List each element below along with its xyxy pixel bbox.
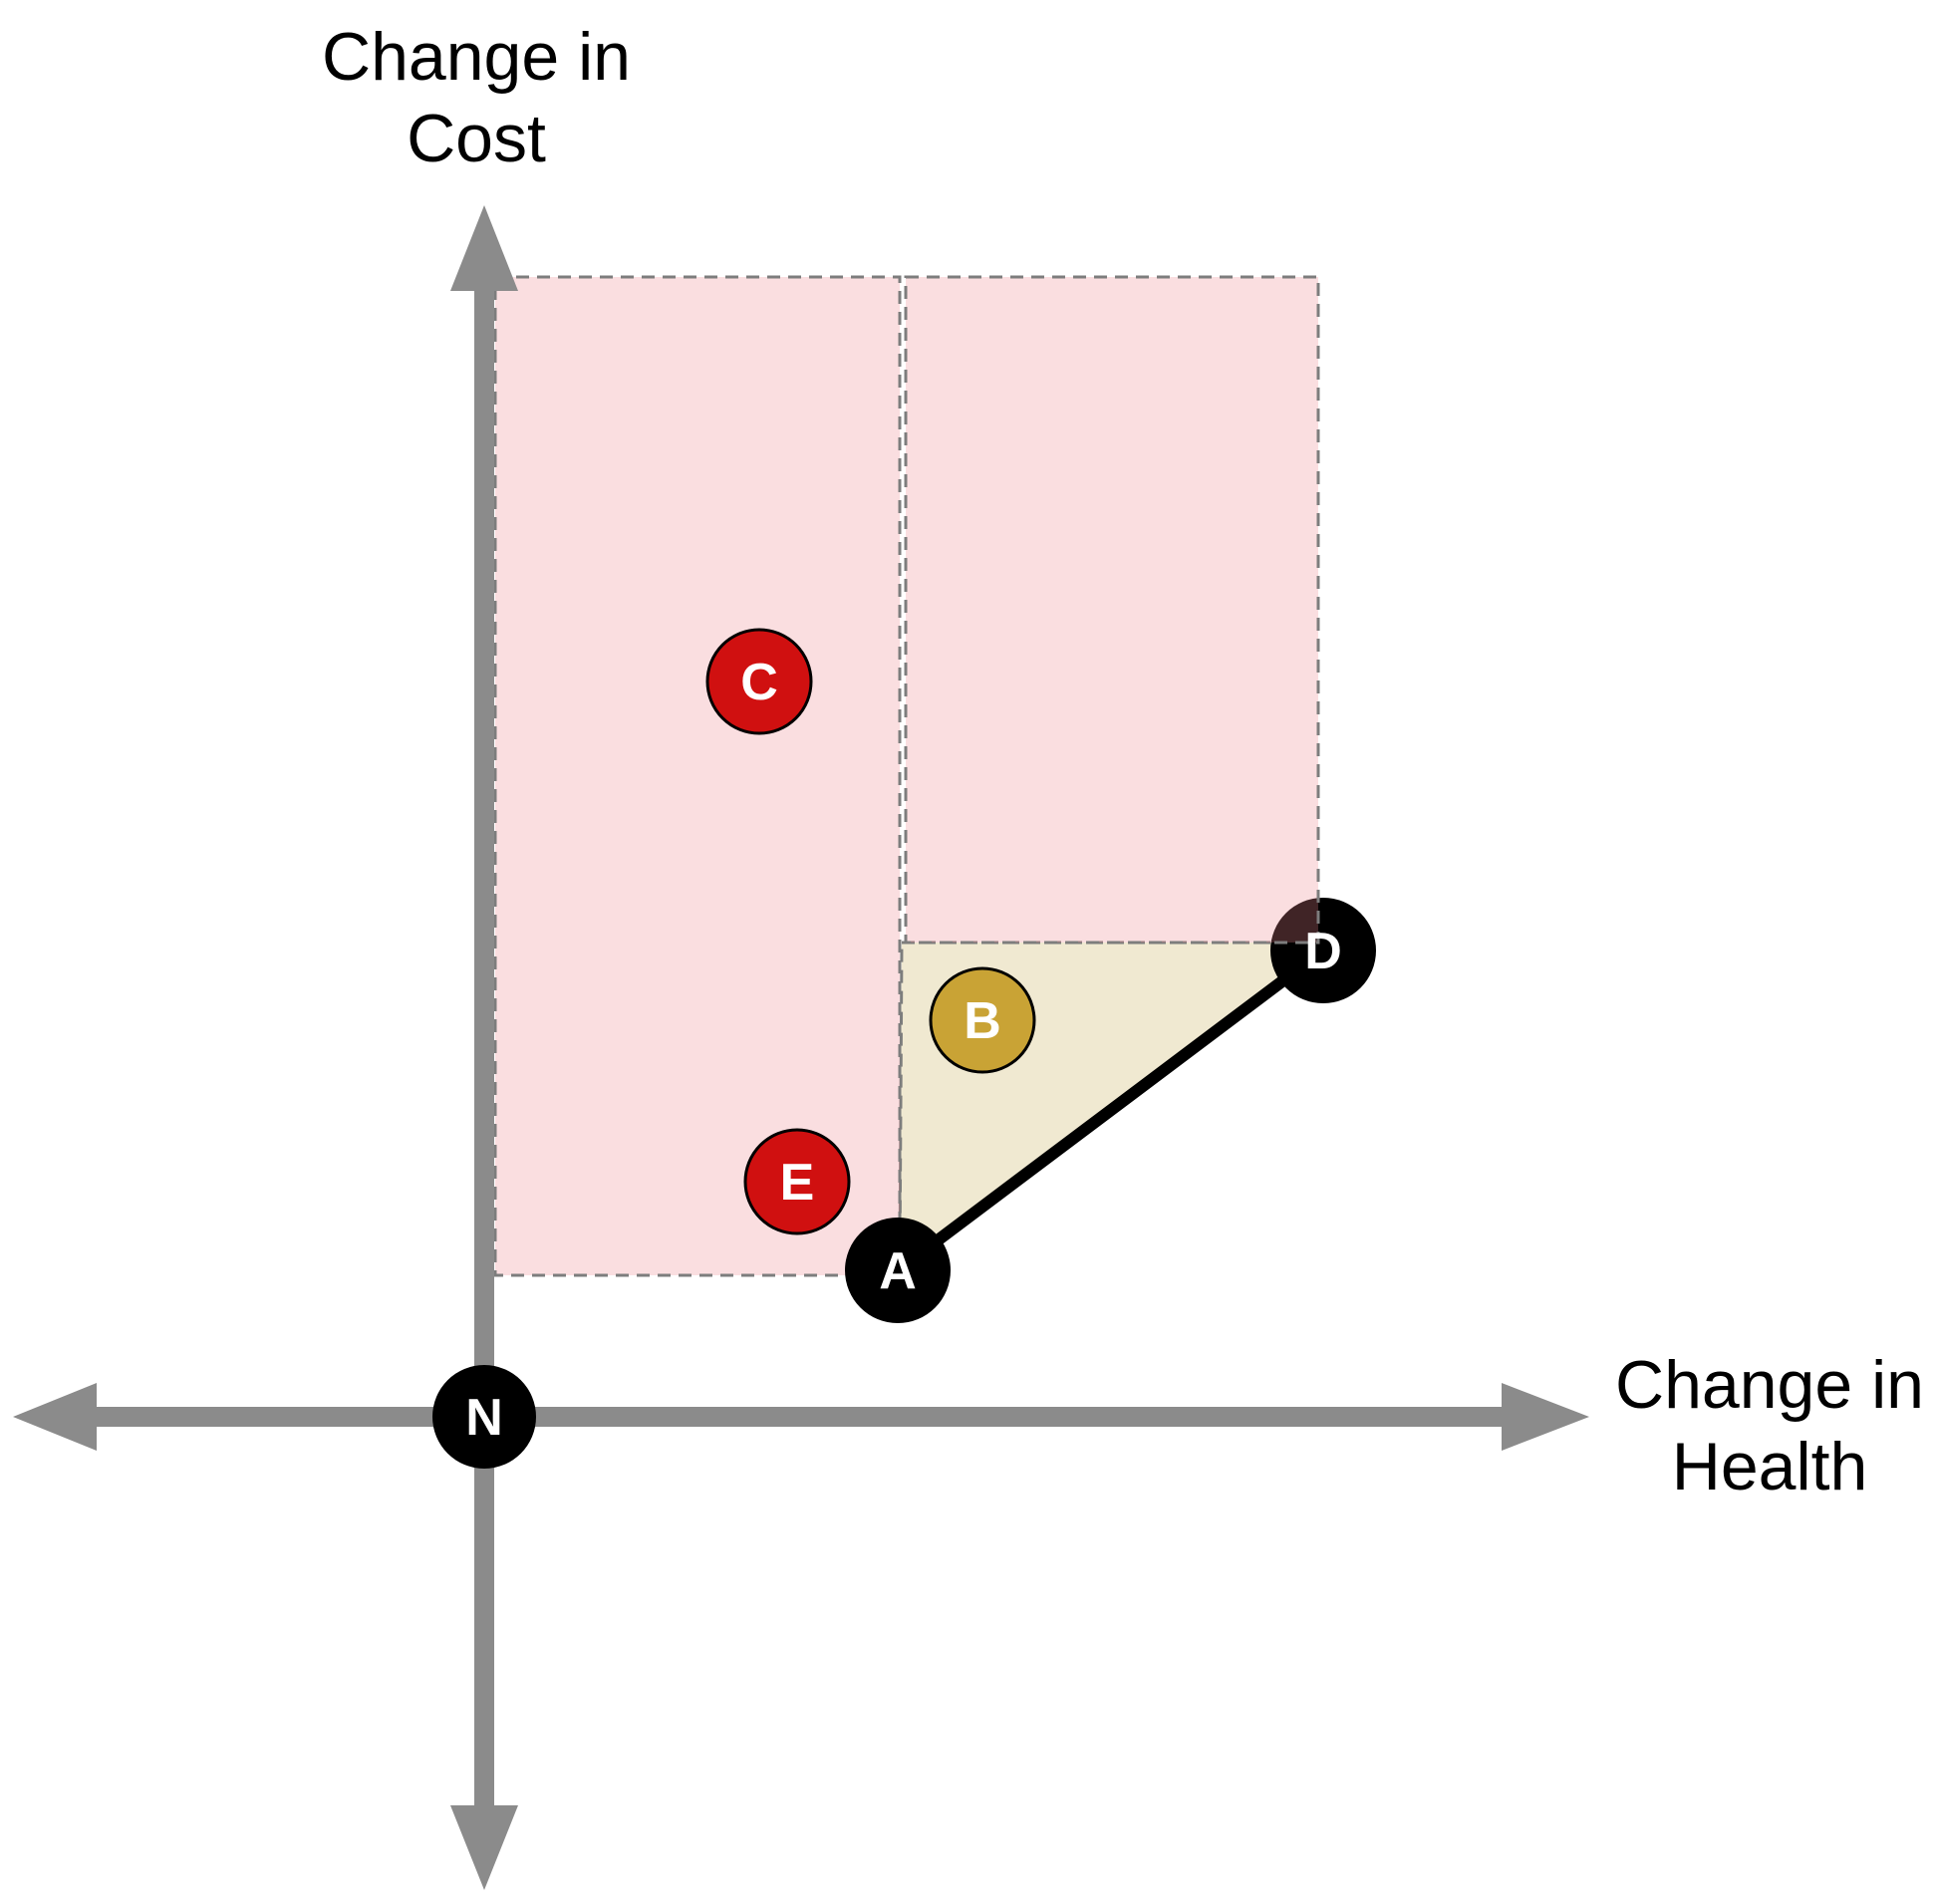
x-axis-arrow-right-icon — [1502, 1383, 1589, 1451]
point-e-label: E — [780, 1154, 815, 1212]
point-b: B — [929, 966, 1036, 1074]
pink-region-left — [493, 275, 902, 1277]
point-a-label: A — [879, 1242, 917, 1300]
point-c-label: C — [740, 654, 778, 711]
x-axis-arrow-left-icon — [13, 1383, 97, 1451]
point-b-circle — [929, 966, 1036, 1074]
point-b-label: B — [964, 992, 1001, 1050]
y-axis-arrow-up-icon — [450, 205, 518, 291]
x-axis-title-line2: Health — [1672, 1429, 1868, 1504]
y-axis-title-line2: Cost — [407, 101, 546, 176]
point-d-label: D — [1304, 923, 1342, 980]
point-a: A — [845, 1218, 951, 1323]
point-e-circle — [743, 1128, 851, 1235]
point-n-circle — [432, 1365, 536, 1469]
ad-connector-line — [892, 945, 1329, 1276]
y-axis-title: Change in Cost — [322, 19, 631, 176]
x-axis-line — [70, 1407, 1515, 1427]
point-e: E — [743, 1128, 851, 1235]
y-axis-title-line1: Change in — [322, 19, 631, 95]
y-axis-arrow-down-icon — [450, 1805, 518, 1890]
y-axis-line — [474, 269, 494, 1823]
point-c-circle — [705, 628, 813, 735]
point-c: C — [705, 628, 813, 735]
point-n-label: N — [465, 1389, 503, 1447]
point-a-circle — [845, 1218, 951, 1323]
x-axis-title: Change in Health — [1615, 1347, 1924, 1504]
pink-region-right — [904, 275, 1320, 945]
x-axis-title-line1: Change in — [1615, 1347, 1924, 1423]
point-n: N — [432, 1365, 536, 1469]
